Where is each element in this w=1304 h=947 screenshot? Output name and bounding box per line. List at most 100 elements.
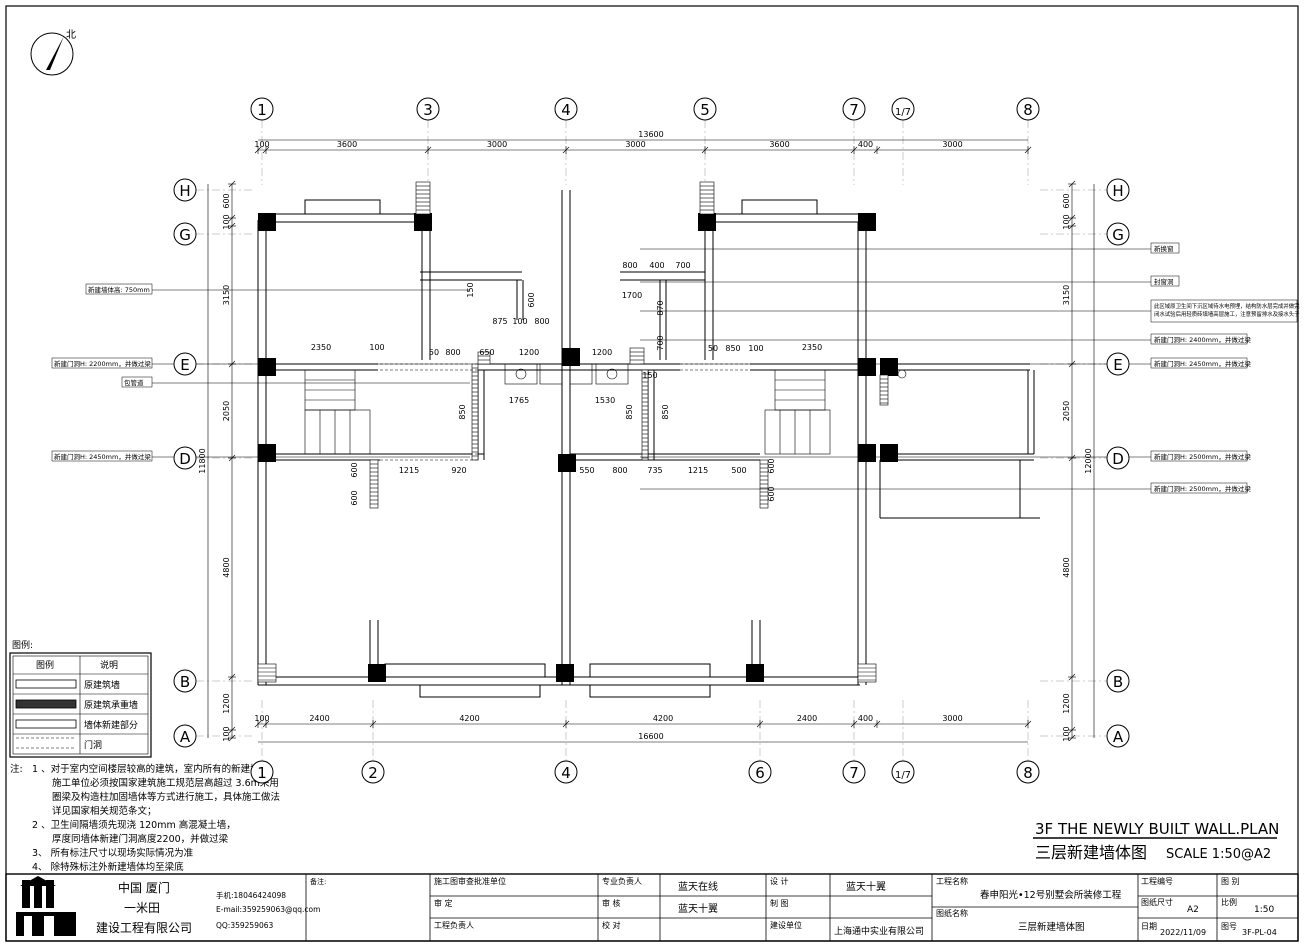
company-line2: 一米田 xyxy=(124,901,160,915)
axis-bubble-right-5: A xyxy=(1106,724,1130,748)
column-5 xyxy=(258,358,276,376)
scale-value: 1:50 xyxy=(1254,905,1274,915)
bottom-dim-5: 400 xyxy=(858,714,873,723)
svg-text:新建门洞H: 2500mm，并做过梁: 新建门洞H: 2500mm，并做过梁 xyxy=(1154,484,1251,493)
legend-title: 图例: xyxy=(12,639,33,651)
axis-bubble-bottom-3: 6 xyxy=(748,760,772,784)
inner-dim-26: 1215 xyxy=(399,466,419,475)
column-11 xyxy=(880,444,898,462)
svg-text:新建门洞H: 2450mm，并做过梁: 新建门洞H: 2450mm，并做过梁 xyxy=(54,452,151,461)
note-line-2: 圈梁及构造柱加固墙体等方式进行施工，具体施工做法 xyxy=(52,791,280,803)
column-3 xyxy=(698,213,716,231)
company-logo-icon xyxy=(16,876,76,936)
axis-label-left-2: E xyxy=(180,356,189,374)
axis-label-bottom-1: 2 xyxy=(368,764,378,782)
svg-text:新换窗: 新换窗 xyxy=(1154,244,1174,253)
axis-bubble-left-3: D xyxy=(173,446,197,470)
inner-dim-23: 850 xyxy=(458,404,467,419)
left-dim-3: 2050 xyxy=(222,401,231,421)
axis-bubble-top-0: 1 xyxy=(250,97,274,121)
company-email: E-mail:359259063@qq.com xyxy=(216,905,320,914)
bottom-dim-total: 16600 xyxy=(638,732,663,741)
inner-dim-9: 2350 xyxy=(311,343,331,352)
number-label: 图号 xyxy=(1221,922,1237,931)
axis-bubble-left-5: A xyxy=(173,724,197,748)
inner-dim-12: 800 xyxy=(445,348,460,357)
bottom-dim-3: 4200 xyxy=(653,714,673,723)
note-line-7: 4、 除特殊标注外新建墙体均至梁底 xyxy=(32,861,184,873)
profession-lead-name: 蓝天在线 xyxy=(678,880,718,893)
axis-bubble-left-0: H xyxy=(173,178,197,202)
left-dim-5: 1200 xyxy=(222,693,231,713)
axis-bubble-right-0: H xyxy=(1106,178,1130,202)
axis-label-left-1: G xyxy=(179,226,191,244)
axis-bubble-top-4: 7 xyxy=(842,97,866,121)
left-dim-0: 600 xyxy=(222,193,231,208)
callout-right-5: 新建门洞H: 2500mm，并做过梁 xyxy=(1150,450,1251,462)
inner-dim-24: 850 xyxy=(625,404,634,419)
new-wall-9 xyxy=(857,663,877,683)
north-arrow-icon: 北 xyxy=(30,29,76,76)
axis-bubble-right-1: G xyxy=(1106,222,1130,246)
inner-dim-7: 600 xyxy=(527,292,536,307)
bathroom-fixtures xyxy=(504,363,907,385)
column-0 xyxy=(258,213,276,231)
left-dim-total: 11800 xyxy=(198,448,207,473)
audit-label: 审 核 xyxy=(602,898,621,908)
build-unit-name: 上海通中实业有限公司 xyxy=(834,925,924,937)
axis-bubble-right-3: D xyxy=(1106,446,1130,470)
callout-left-2: 包管道 xyxy=(121,376,153,388)
column-6 xyxy=(258,444,276,462)
right-dim-6: 100 xyxy=(1062,726,1071,741)
bottom-dim-6: 3000 xyxy=(942,714,962,723)
right-dim-total: 12000 xyxy=(1084,448,1093,473)
legend-item-0: 原建筑墙 xyxy=(84,679,120,691)
review-label: 审 定 xyxy=(434,898,453,908)
axis-label-left-4: B xyxy=(180,673,190,691)
svg-text:封窗洞: 封窗洞 xyxy=(1154,277,1174,286)
check-label: 校 对 xyxy=(602,920,621,930)
new-wall-8 xyxy=(257,663,277,683)
axis-bubble-top-1: 3 xyxy=(416,97,440,121)
svg-text:新建墙体高: 750mm: 新建墙体高: 750mm xyxy=(88,285,150,294)
inner-dim-15: 1200 xyxy=(592,348,612,357)
axis-bubble-right-2: E xyxy=(1106,352,1130,376)
axis-label-top-3: 5 xyxy=(700,101,710,119)
column-1 xyxy=(414,213,432,231)
inner-dim-32: 500 xyxy=(731,466,746,475)
category-label: 图 别 xyxy=(1221,877,1240,886)
callout-left-3: 新建门洞H: 2450mm，并做过梁 xyxy=(51,450,153,462)
right-dim-1: 100 xyxy=(1062,214,1071,229)
inner-dim-18: 850 xyxy=(725,344,740,353)
draw-label: 制 图 xyxy=(770,898,789,908)
legend-item-1: 原建筑承重墙 xyxy=(84,699,138,711)
inner-dim-36: 600 xyxy=(767,486,776,501)
axis-label-bottom-0: 1 xyxy=(257,764,267,782)
callout-left-0: 新建墙体高: 750mm xyxy=(85,283,153,295)
left-dim-2: 3150 xyxy=(222,285,231,305)
inner-dim-6: 800 xyxy=(534,317,549,326)
legend: 图例: 图例 说明 原建筑墙 原建筑承重墙 墙体新建部分 门洞 xyxy=(9,639,152,758)
axis-bubble-right-4: B xyxy=(1106,669,1130,693)
axis-label-top-2: 4 xyxy=(561,101,571,119)
stairs xyxy=(304,369,831,455)
svg-text:新建门洞H: 2450mm，并做过梁: 新建门洞H: 2450mm，并做过梁 xyxy=(1154,359,1251,368)
right-dim-5: 1200 xyxy=(1062,693,1071,713)
top-dim-3: 3000 xyxy=(625,140,645,149)
design-label: 设 计 xyxy=(770,876,789,886)
axis-bubble-bottom-2: 4 xyxy=(554,760,578,784)
axis-label-bottom-2: 4 xyxy=(561,764,571,782)
svg-text:新建门洞H: 2400mm，并做过梁: 新建门洞H: 2400mm，并做过梁 xyxy=(1154,335,1251,344)
remarks-label: 备注: xyxy=(310,877,326,886)
inner-dim-2: 700 xyxy=(675,261,690,270)
axis-label-bottom-4: 7 xyxy=(849,764,859,782)
note-line-6: 3、 所有标注尺寸以现场实际情况为准 xyxy=(32,847,194,859)
column-4 xyxy=(858,213,876,231)
profession-lead-label: 专业负责人 xyxy=(602,876,642,886)
axis-label-top-5: 1/7 xyxy=(895,107,911,118)
size-label: 图纸尺寸 xyxy=(1141,897,1173,907)
